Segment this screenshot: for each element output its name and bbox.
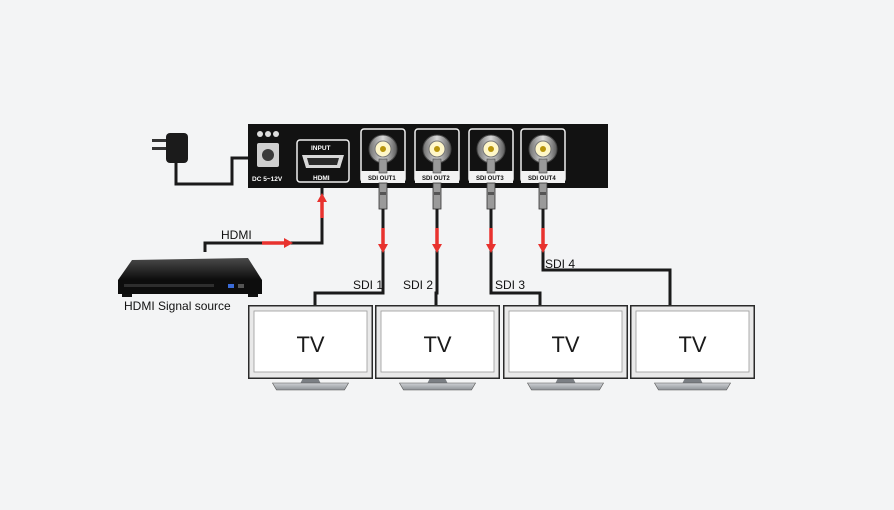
player-icon [118,258,262,280]
tv-screen [635,310,750,373]
tv-monitor: TV [503,305,628,391]
sdi-output-port: SDI OUT3 [468,128,514,183]
tv-screen [253,310,368,373]
hdmi-signal-source: HDMI Signal source [118,258,262,313]
hdmi-input-frame [296,139,350,183]
tv-screen [380,310,495,373]
sdi-cable-label: SDI 2 [403,278,433,292]
tv-stand [526,382,605,391]
sdi-output-port: SDI OUT2 [414,128,460,183]
input-label: INPUT [311,145,331,152]
power-adapter [152,133,252,186]
sdi-cable: SDI 3 [486,182,542,306]
tv-label: TV [551,332,579,357]
sdi-cable: SDI 1 [313,182,388,306]
sdi-splitter-device: DC 5~12V INPUT HDMI SDI OUT1 SDI OUT2 SDI … [248,124,608,188]
sdi-cable-label: SDI 1 [353,278,383,292]
signal-arrow [317,193,327,202]
tv-label: TV [296,332,324,357]
tv-monitor: TV [375,305,500,391]
sdi-port-label: SDI OUT2 [422,176,450,182]
hdmi-connection: HDMI [203,188,327,252]
tv-screen [508,310,623,373]
sdi-cable: SDI 4 [538,182,672,306]
signal-arrow [284,238,293,248]
bnc-plug-icon [538,182,548,210]
sdi-cable-label: SDI 3 [495,278,525,292]
tv-label: TV [423,332,451,357]
bnc-plug-icon [486,182,496,210]
bnc-plug-icon [378,182,388,210]
sdi-port-label: SDI OUT4 [528,176,556,182]
signal-arrow [378,244,388,253]
sdi-output-port: SDI OUT4 [520,128,566,183]
signal-arrow [538,244,548,253]
source-label: HDMI Signal source [124,299,231,313]
sdi-port-label: SDI OUT1 [368,176,396,182]
power-adapter-icon [166,133,188,163]
sdi-port-label: SDI OUT3 [476,176,504,182]
tv-monitor: TV [248,305,373,391]
power-cable [174,156,252,186]
sdi-cable: SDI 2 [403,182,442,306]
hdmi-cable-label: HDMI [221,228,252,242]
signal-arrow [486,244,496,253]
tv-label: TV [678,332,706,357]
power-label: DC 5~12V [252,176,283,183]
sdi-cable-label: SDI 4 [545,257,575,271]
tv-stand [398,382,477,391]
signal-arrow [432,244,442,253]
sdi-output-port: SDI OUT1 [360,128,406,183]
hdmi-label: HDMI [313,175,330,182]
tv-stand [271,382,350,391]
bnc-plug-icon [432,182,442,210]
tv-monitor: TV [630,305,755,391]
tv-stand [653,382,732,391]
